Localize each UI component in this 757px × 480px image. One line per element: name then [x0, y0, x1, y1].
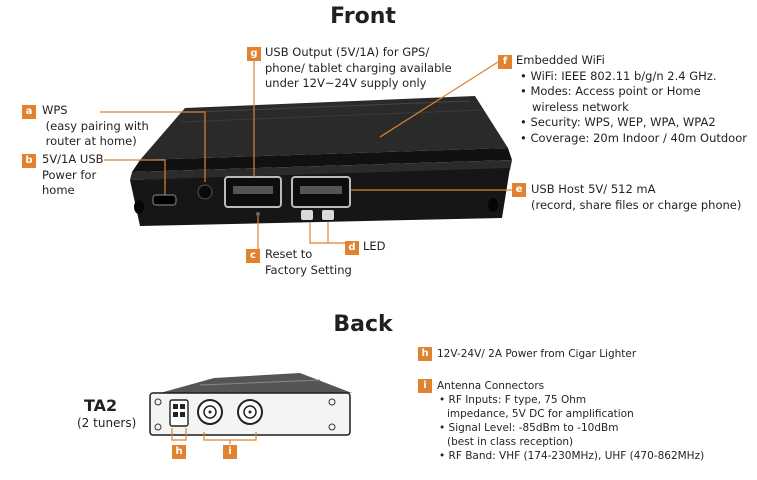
device-ridge [132, 148, 512, 172]
badge-h: h [418, 347, 432, 361]
screw-hole [154, 423, 162, 431]
badge-g: g [247, 47, 261, 61]
callout-b-text: 5V/1A USB Power for home [42, 152, 104, 197]
screw-hole [328, 398, 336, 406]
screw-hole [488, 198, 498, 212]
led [322, 210, 334, 220]
callout-h-text: 12V-24V/ 2A Power from Cigar Lighter [437, 348, 637, 360]
badge-f: f [498, 55, 512, 69]
badge-c: c [246, 249, 260, 263]
device-top-surface [140, 96, 508, 160]
callout-a-text: WPS (easy pairing with router at home) [42, 103, 149, 148]
callout-i-text: Antenna Connectors RF Inputs: F type, 75… [437, 379, 704, 463]
screw-hole [134, 200, 144, 214]
badge-d: d [345, 241, 359, 255]
led [301, 210, 313, 220]
back-heading: Back [333, 312, 393, 337]
power-connector [169, 399, 189, 427]
badge-b: b [22, 154, 36, 168]
screw-hole [328, 423, 336, 431]
badge-a: a [22, 105, 36, 119]
wps-button [197, 184, 213, 200]
badge-i: i [418, 379, 432, 393]
callout-e-text: USB Host 5V/ 512 mA (record, share files… [531, 182, 742, 212]
callout-f-text: Embedded WiFi WiFi: IEEE 802.11 b/g/n 2.… [516, 53, 747, 146]
reset-pinhole [256, 212, 260, 216]
badge-h-device: h [172, 445, 186, 459]
badge-e: e [512, 183, 526, 197]
badge-i-device: i [223, 445, 237, 459]
screw-hole [154, 398, 162, 406]
callout-c-text: Reset to Factory Setting [265, 247, 352, 277]
callout-d-text: LED [363, 239, 386, 253]
back-model-label: TA2 [84, 396, 118, 415]
micro-usb-port [152, 194, 177, 206]
leader-lines [100, 60, 512, 444]
callout-g-text: USB Output (5V/1A) for GPS/ phone/ table… [265, 45, 452, 90]
back-tuners-label: (2 tuners) [77, 416, 137, 430]
front-heading: Front [330, 4, 396, 29]
device-ridge [130, 160, 512, 180]
